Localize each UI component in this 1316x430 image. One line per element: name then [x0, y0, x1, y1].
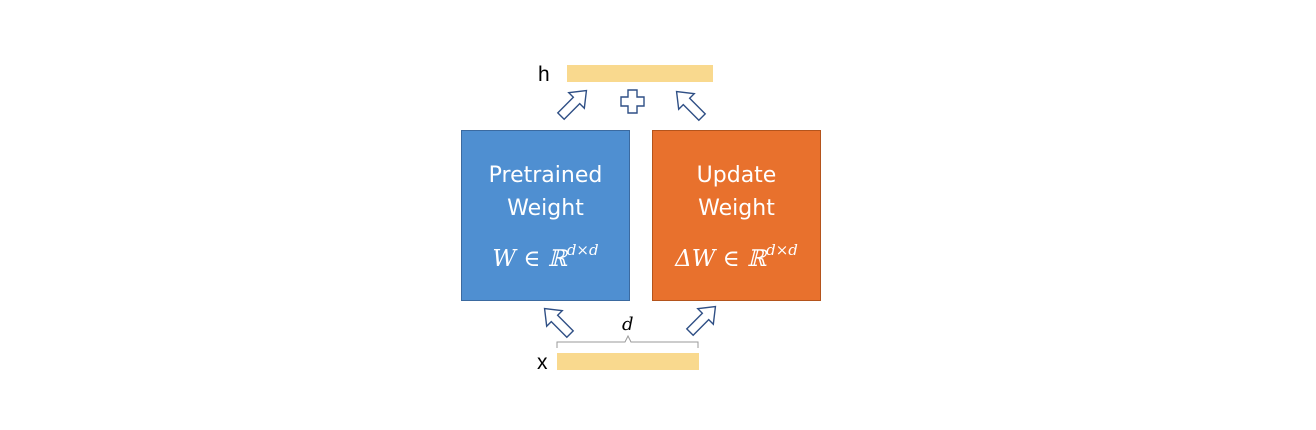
update-title-line1: Update: [696, 163, 777, 188]
dimension-brace: [556, 334, 699, 348]
hollow-arrow-icon: [668, 83, 711, 126]
update-weight-title: Update Weight: [697, 159, 777, 225]
pretrained-weight-title: Pretrained Weight: [489, 159, 603, 225]
hollow-arrow-icon: [552, 82, 595, 125]
update-title-line2: Weight: [698, 196, 775, 221]
output-label: h: [538, 63, 550, 86]
input-label: x: [537, 351, 548, 374]
hollow-arrow-icon: [536, 300, 579, 343]
update-formula-main: ΔW ∈ ℝ: [675, 246, 767, 272]
input-vector-bar: [557, 353, 699, 370]
update-weight-formula: ΔW ∈ ℝd×d: [653, 241, 820, 272]
output-vector-bar: [567, 65, 713, 82]
pretrained-weight-box: Pretrained Weight W ∈ ℝd×d: [461, 130, 630, 301]
pretrained-title-line2: Weight: [507, 196, 584, 221]
dimension-label: d: [622, 314, 634, 335]
hollow-arrow-icon: [681, 298, 724, 341]
update-weight-box: Update Weight ΔW ∈ ℝd×d: [652, 130, 821, 301]
pretrained-formula-main: W ∈ ℝ: [492, 246, 567, 272]
update-formula-superscript: d×d: [766, 241, 798, 259]
plus-icon: [620, 89, 645, 114]
pretrained-weight-formula: W ∈ ℝd×d: [462, 241, 629, 272]
pretrained-title-line1: Pretrained: [488, 163, 603, 188]
pretrained-formula-superscript: d×d: [566, 241, 599, 259]
